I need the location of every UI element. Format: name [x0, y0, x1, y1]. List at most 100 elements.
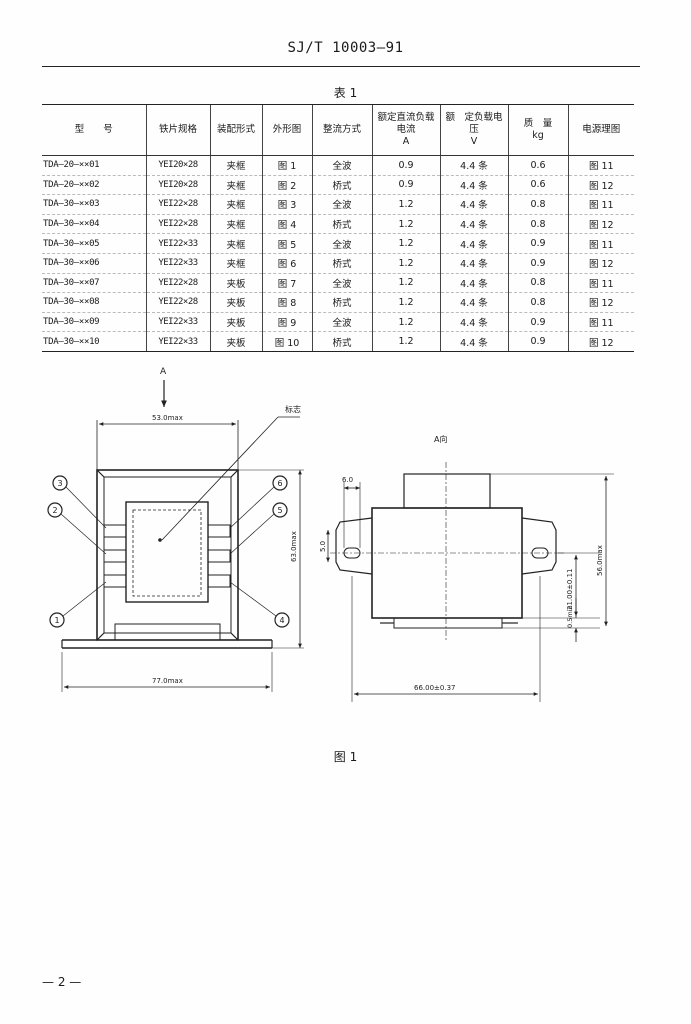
table-cell: 4.4 条 [439, 214, 508, 235]
table-cell: 1.2 [371, 253, 440, 274]
table-cell: 1.2 [371, 331, 440, 352]
table-cell: TDA—20—××01 [42, 155, 146, 176]
table-cell: YEI22×28 [145, 273, 210, 294]
header-rule [42, 66, 640, 67]
table-cell: 图 1 [261, 155, 312, 176]
table-cell: 夹板 [209, 331, 262, 352]
table-cell: YEI22×28 [145, 194, 210, 215]
terminal-label-4: 4 [279, 616, 284, 625]
table-cell: 1.2 [371, 233, 440, 254]
table-cell: 1.2 [371, 194, 440, 215]
table-cell: 图 9 [261, 312, 312, 333]
table-cell: 夹板 [209, 292, 262, 313]
column-header: 装配形式 [209, 104, 262, 156]
view-marker: A [160, 367, 167, 377]
table-cell: TDA—30—××05 [42, 233, 146, 254]
table-cell: 夹框 [209, 175, 262, 196]
figure-caption: 图 1 [333, 750, 358, 764]
table-cell: TDA—30—××08 [42, 292, 146, 313]
table-cell: 桥式 [311, 331, 372, 352]
table-cell: YEI20×28 [145, 155, 210, 176]
page-number: — 2 — [42, 975, 82, 989]
table-cell: 4.4 条 [439, 175, 508, 196]
column-header: 电源理图 [567, 104, 634, 156]
table-cell: YEI22×28 [145, 214, 210, 235]
dim-base-width: 77.0max [152, 677, 183, 685]
column-header: 质 量 kg [507, 104, 568, 156]
dim-mount-pitch: 66.00±0.37 [414, 684, 456, 692]
table-cell: TDA—30—××06 [42, 253, 146, 274]
terminal-callouts [47, 475, 290, 628]
table-cell: 0.9 [507, 253, 568, 274]
table-cell: 1.2 [371, 273, 440, 294]
table-cell: 图 11 [567, 155, 634, 176]
table-cell: YEI22×33 [145, 331, 210, 352]
table-cell: YEI22×33 [145, 233, 210, 254]
table-cell: 0.9 [507, 312, 568, 333]
table-cell: YEI22×28 [145, 292, 210, 313]
table-cell: TDA—30—××10 [42, 331, 146, 352]
table-cell: 桥式 [311, 253, 372, 274]
table-cell: 图 4 [261, 214, 312, 235]
table-cell: TDA—20—××02 [42, 175, 146, 196]
table-cell: 图 12 [567, 214, 634, 235]
table-cell: 图 11 [567, 233, 634, 254]
table-cell: 夹框 [209, 233, 262, 254]
table-cell: YEI22×33 [145, 312, 210, 333]
table-cell: 0.8 [507, 214, 568, 235]
table-cell: 4.4 条 [439, 331, 508, 352]
table-cell: 夹框 [209, 253, 262, 274]
table-cell: 夹框 [209, 214, 262, 235]
column-header: 额定直流负载电流 A [371, 104, 440, 156]
table-cell: 桥式 [311, 292, 372, 313]
table-cell: 1.2 [371, 214, 440, 235]
table-cell: 1.2 [371, 292, 440, 313]
terminal-label-1: 1 [54, 616, 59, 625]
view-label: A向 [434, 434, 447, 444]
table-cell: 0.8 [507, 292, 568, 313]
table-cell: 0.6 [507, 155, 568, 176]
table-cell: 0.8 [507, 273, 568, 294]
table-cell: 0.9 [507, 331, 568, 352]
table-cell: 全波 [311, 233, 372, 254]
table-cell: YEI22×33 [145, 253, 210, 274]
table-cell: 图 5 [261, 233, 312, 254]
table-cell: 4.4 条 [439, 233, 508, 254]
figure-1-drawing: A 53.0max [47, 367, 614, 702]
table-cell: TDA—30—××03 [42, 194, 146, 215]
table-cell: 图 12 [567, 292, 634, 313]
dim-top-width: 53.0max [152, 414, 183, 422]
table-cell: 1.2 [371, 312, 440, 333]
table-cell: 全波 [311, 155, 372, 176]
table-cell: TDA—30—××07 [42, 273, 146, 294]
table-cell: 夹板 [209, 273, 262, 294]
table-title: 表 1 [333, 86, 358, 100]
dim-side-height: 56.0max [596, 545, 604, 576]
table-cell: 4.4 条 [439, 155, 508, 176]
transformer-front-view [61, 469, 273, 649]
table-cell: TDA—30—××09 [42, 312, 146, 333]
table-cell: 图 8 [261, 292, 312, 313]
table-cell: 图 10 [261, 331, 312, 352]
table-cell: 全波 [311, 273, 372, 294]
column-header: 整流方式 [311, 104, 372, 156]
table-cell: 图 7 [261, 273, 312, 294]
table-cell: 4.4 条 [439, 312, 508, 333]
terminal-label-3: 3 [57, 479, 62, 488]
table-cell: 0.8 [507, 194, 568, 215]
dim-slot-height: 5.0 [319, 541, 327, 552]
transformer-side-view [330, 462, 564, 642]
table-cell: 图 3 [261, 194, 312, 215]
column-header: 型 号 [42, 104, 146, 156]
